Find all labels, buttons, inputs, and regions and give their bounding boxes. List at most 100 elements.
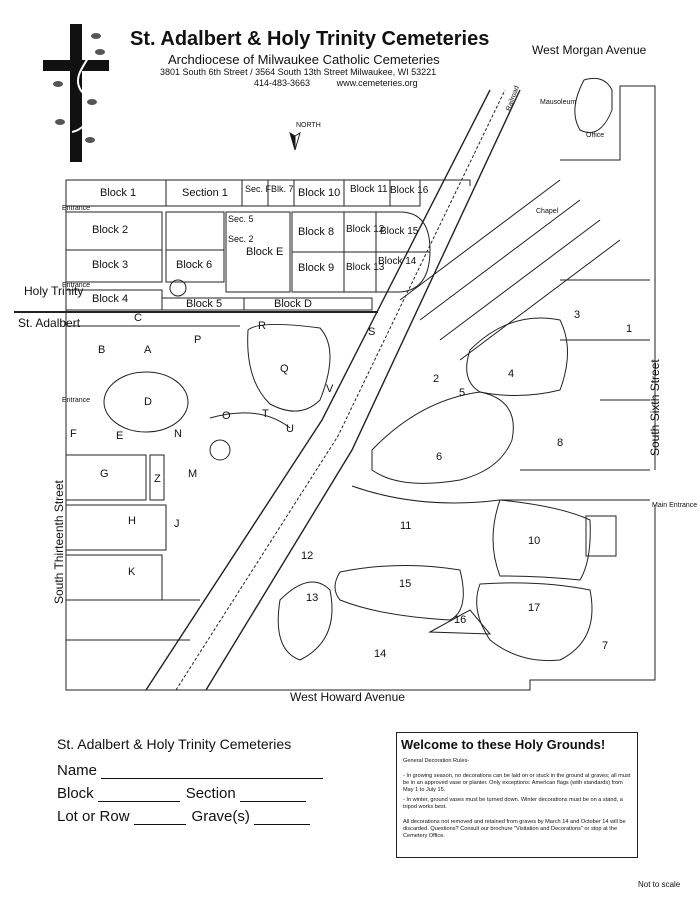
cross-logo [43,24,109,162]
section-letter[interactable]: N [174,428,182,440]
name-field[interactable] [101,763,324,779]
page-subtitle: Archdiocese of Milwaukee Catholic Cemete… [168,52,440,67]
section-number[interactable]: 13 [306,592,319,604]
block-label[interactable]: Block 4 [92,293,129,305]
rule-text: - In growing season, no decorations can … [403,773,631,793]
section-letter[interactable]: C [134,312,142,324]
st-adalbert-label: St. Adalbert [18,316,81,330]
section-letter[interactable]: R [258,320,266,332]
entrance-label: Entrance [62,205,91,212]
block-label[interactable]: Blk. 7 [271,184,294,194]
graves-label: Grave(s) [191,808,250,825]
block-label[interactable]: Block 14 [378,256,417,267]
website-link[interactable]: www.cemeteries.org [336,78,418,88]
chapel-label: Chapel [536,208,559,215]
section-letter[interactable]: J [174,518,180,530]
entrance-label: Entrance [62,282,91,289]
block-label[interactable]: Block 11 [350,184,388,195]
section-letter[interactable]: E [116,430,124,442]
section-number[interactable]: 7 [602,640,609,652]
main-entrance-label: Main Entrance [652,502,698,509]
block-label[interactable]: Block 3 [92,259,129,271]
decoration-rules-box: Welcome to these Holy Grounds! General D… [396,732,638,858]
block-label[interactable]: Sec. 5 [228,214,254,224]
lot-label: Lot or Row [57,808,130,825]
section-letter[interactable]: G [100,468,109,480]
page-title: St. Adalbert & Holy Trinity Cemeteries [130,28,490,50]
block-label[interactable]: Block 13 [346,262,385,273]
street-label-south: West Howard Avenue [290,690,405,704]
block-label[interactable]: Block 6 [176,259,213,271]
north-arrow-icon [289,131,301,151]
form-title: St. Adalbert & Holy Trinity Cemeteries [57,736,292,752]
address: 3801 South 6th Street / 3564 South 13th … [160,67,437,77]
block-label: Block [57,785,94,802]
section-letter[interactable]: U [286,423,294,435]
section-letter[interactable]: P [194,334,202,346]
section-number[interactable]: 3 [574,309,581,321]
section-letter[interactable]: Z [154,473,161,485]
section-number[interactable]: 15 [399,578,412,590]
rule-text: All decorations not removed and retained… [403,819,626,839]
section-field[interactable] [239,786,306,802]
name-label: Name [57,762,98,779]
section-number[interactable]: 11 [400,520,412,532]
block-field[interactable] [97,786,180,802]
section-letter[interactable]: S [368,326,376,338]
contact-line: 414-483-3663 www.cemeteries.org [254,78,418,88]
section-number[interactable]: 1 [626,323,633,335]
section-number[interactable]: 16 [454,614,467,626]
section-label: Section [185,785,236,802]
section-number[interactable]: 8 [557,437,564,449]
section-letter[interactable]: B [98,344,106,356]
block-label[interactable]: Block 2 [92,224,129,236]
welcome-heading: Welcome to these Holy Grounds! [401,737,606,752]
section-number[interactable]: 17 [528,602,541,614]
block-label[interactable]: Block 1 [100,187,137,199]
block-label[interactable]: Block 15 [380,226,419,237]
section-letter[interactable]: A [144,344,152,356]
street-label-east: South Sixth Street [648,359,662,456]
block-label[interactable]: Block 10 [298,187,341,199]
mausoleum-label: Mausoleum [540,99,577,106]
street-label-north: West Morgan Avenue [532,43,647,57]
section-letter[interactable]: K [128,566,136,578]
entrance-label: Entrance [62,397,91,404]
scale-note: Not to scale [638,880,681,889]
section-number[interactable]: 4 [508,368,515,380]
section-number[interactable]: 12 [301,550,314,562]
grave-lookup-form: St. Adalbert & Holy Trinity Cemeteries N… [57,736,347,836]
lot-field[interactable] [133,809,186,825]
office-label: Office [586,132,605,139]
section-letter[interactable]: T [262,408,269,420]
section-letter[interactable]: H [128,515,136,527]
section-letter[interactable]: D [144,396,152,408]
section-number[interactable]: 2 [433,373,440,385]
section-number[interactable]: 6 [436,451,443,463]
rule-text: - In winter, ground vases must be turned… [403,797,623,810]
block-label[interactable]: Block 16 [390,185,429,196]
street-label-west: South Thirteenth Street [52,480,66,604]
graves-field[interactable] [253,809,310,825]
block-label[interactable]: Block D [274,298,312,310]
section-letter[interactable]: F [70,428,77,440]
section-letter[interactable]: V [326,383,334,395]
block-label[interactable]: Block 8 [298,226,335,238]
section-letter[interactable]: M [188,468,198,480]
section-number[interactable]: 10 [528,535,541,547]
block-label[interactable]: Section 1 [182,187,228,199]
section-number[interactable]: 5 [459,387,466,399]
block-label[interactable]: Block 5 [186,298,223,310]
block-label[interactable]: Block 9 [298,262,335,274]
section-letter[interactable]: O [222,410,231,422]
section-letter[interactable]: Q [280,363,289,375]
cemetery-map [14,77,656,691]
rules-title: General Decoration Rules- [403,758,470,764]
phone: 414-483-3663 [254,78,311,88]
north-label: NORTH [296,122,321,129]
section-number[interactable]: 14 [374,648,387,660]
block-label[interactable]: Block 12 [346,224,385,235]
block-label[interactable]: Block E [246,246,284,258]
block-label[interactable]: Sec. F [245,184,272,194]
block-label[interactable]: Sec. 2 [228,234,254,244]
